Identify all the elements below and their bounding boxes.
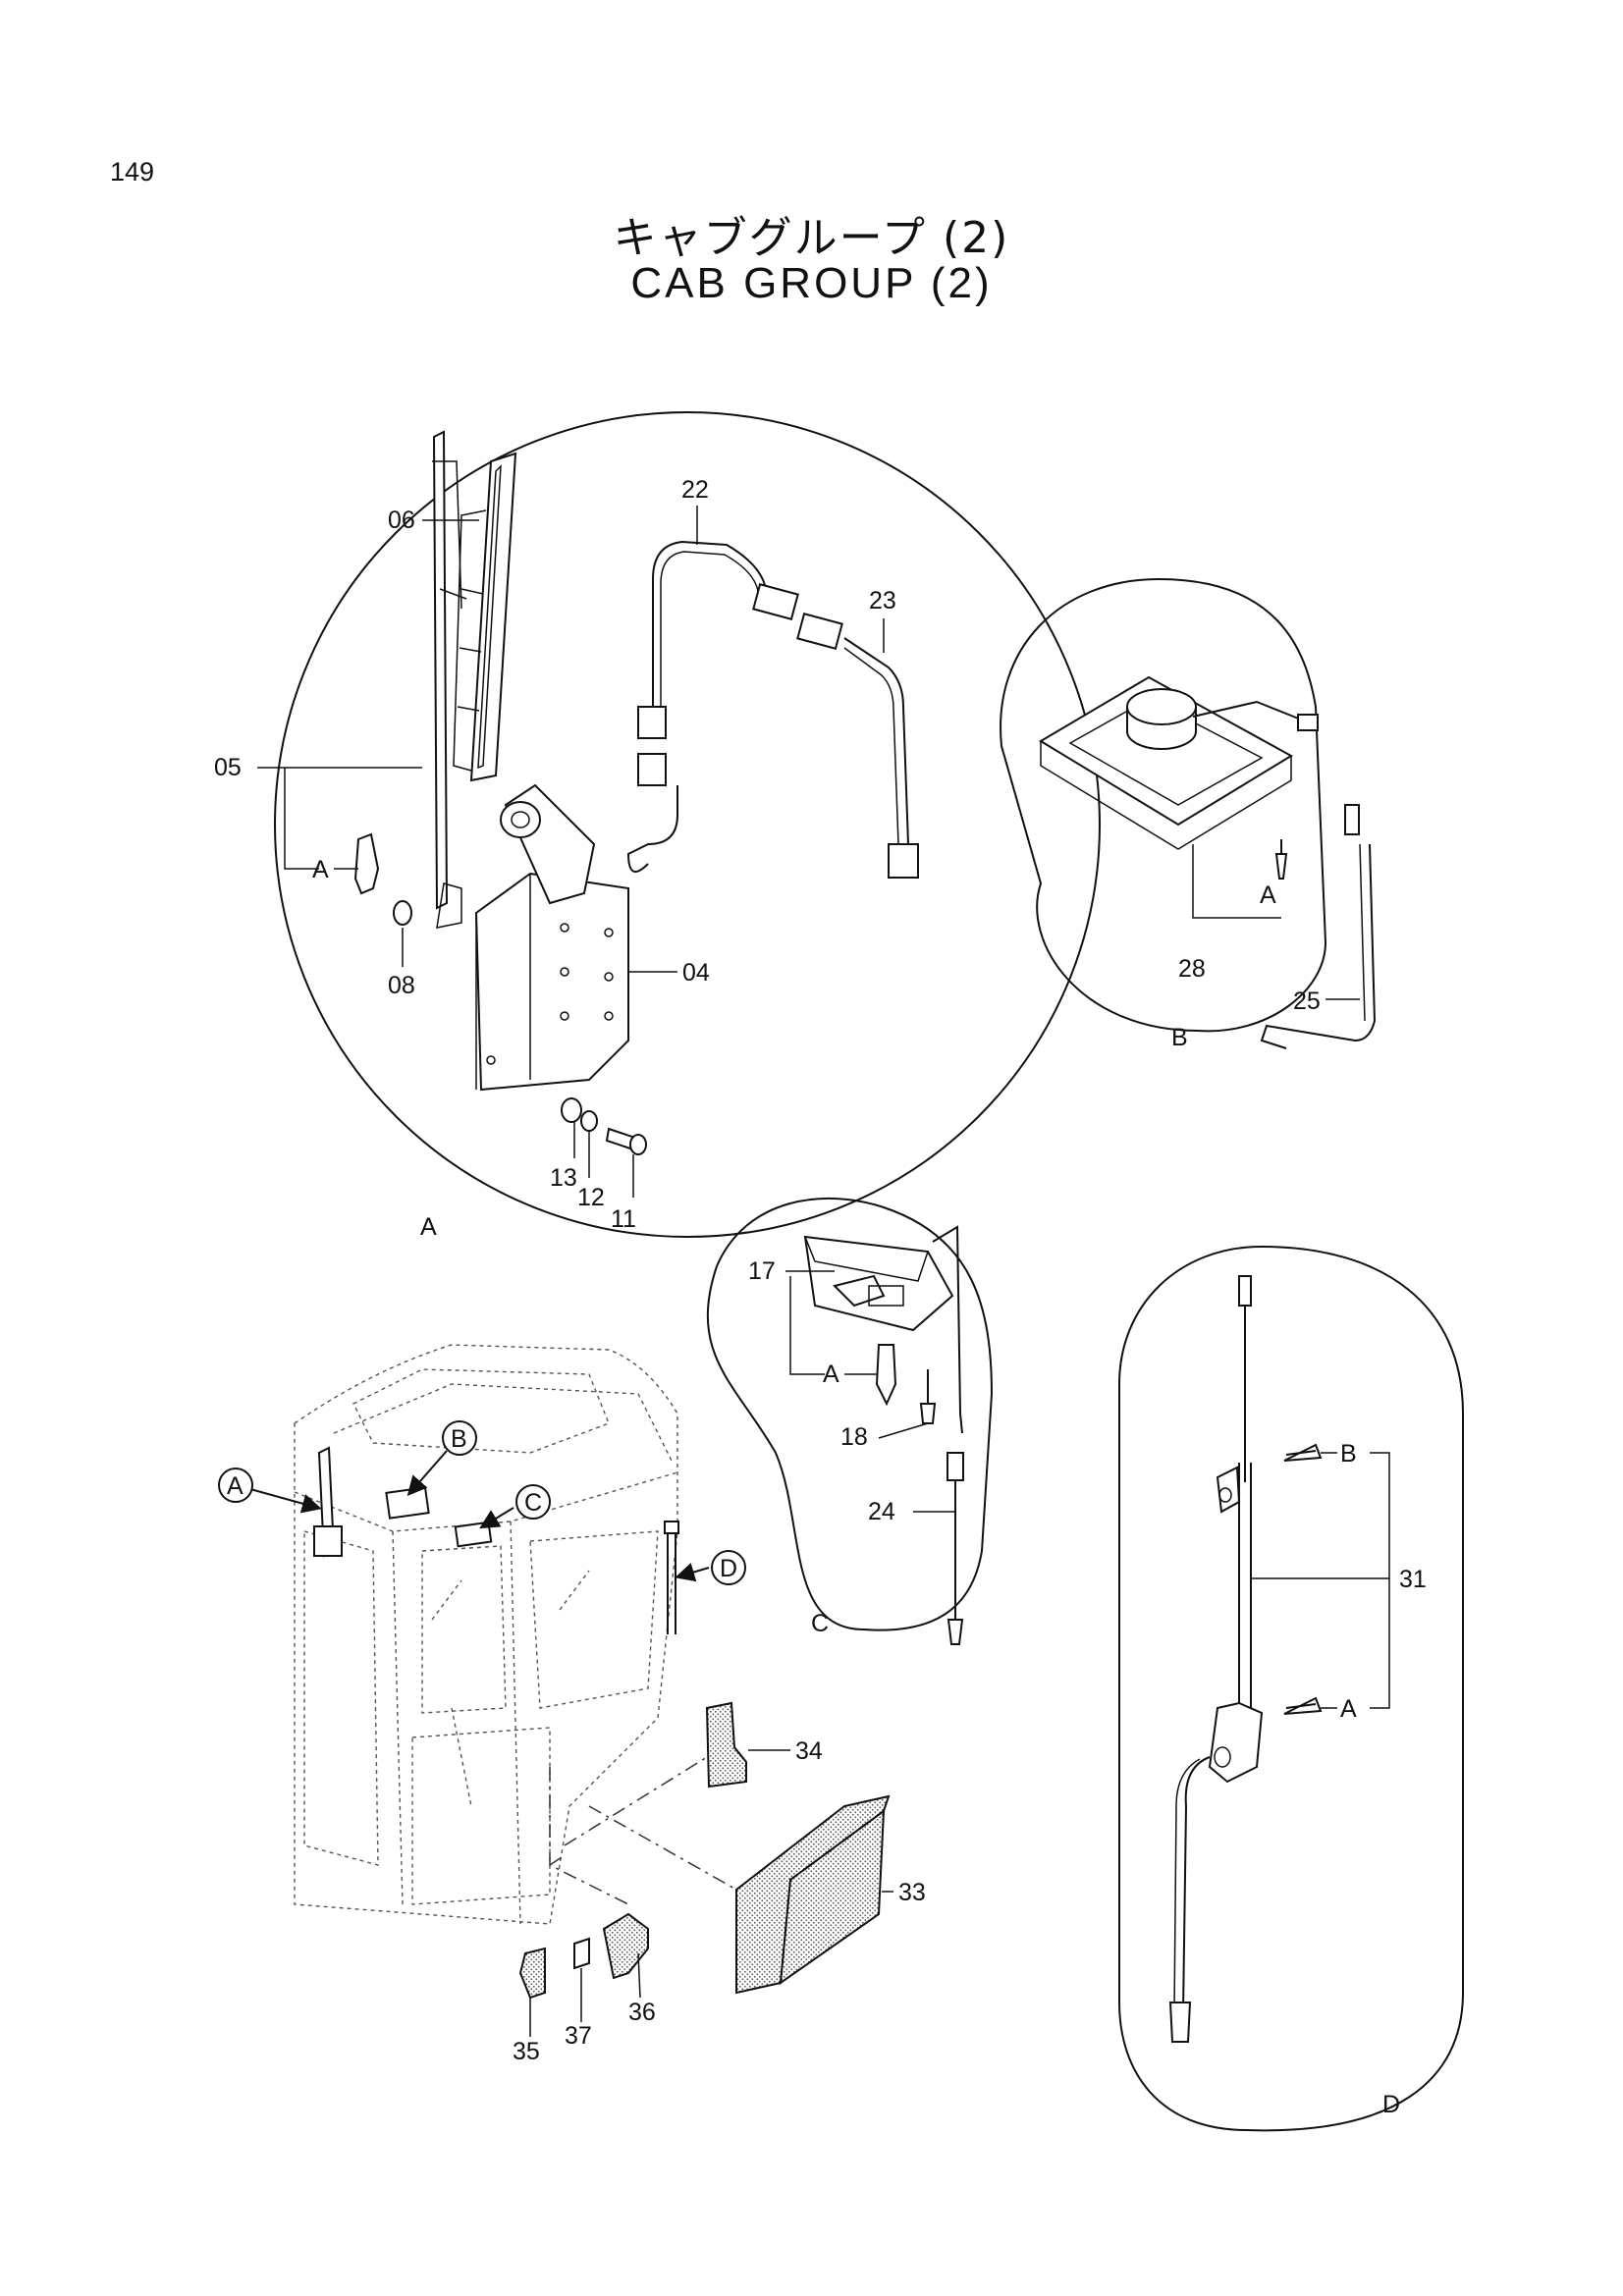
view-c-label: C	[811, 1610, 829, 1637]
callout-33: 33	[898, 1879, 926, 1906]
wiper-motor	[500, 783, 596, 905]
cab-overview	[218, 1344, 893, 2037]
wiper-blade	[453, 452, 517, 782]
plate-36	[602, 1912, 649, 1980]
arrow-b	[406, 1450, 448, 1497]
callout-11: 11	[611, 1205, 636, 1233]
callout-22: 22	[681, 476, 709, 504]
plate-33	[735, 1794, 891, 1995]
leader-bolts	[573, 1122, 634, 1198]
lamp-lead	[932, 1225, 963, 1434]
view-d-outline	[1118, 1245, 1464, 2132]
assembly-line-3	[588, 1805, 737, 1891]
callout-18: 18	[840, 1423, 868, 1451]
assembly-line-2	[564, 1756, 708, 1846]
callout-06: 06	[388, 507, 415, 534]
connector-lower-left	[637, 706, 667, 739]
leader-05a	[284, 768, 319, 870]
leader-28	[1192, 844, 1281, 919]
view-a-label: A	[420, 1213, 437, 1241]
harness-22	[652, 540, 799, 707]
view-a-outline	[274, 411, 1101, 1238]
callout-12: 12	[577, 1184, 605, 1211]
detail-view-a	[257, 411, 1101, 1238]
arrow-d	[675, 1563, 710, 1582]
harness-23	[796, 613, 919, 879]
screw-d-b	[1283, 1443, 1323, 1462]
page-number: 149	[110, 157, 155, 187]
seat-switch-base	[1039, 675, 1319, 850]
callout-31: 31	[1399, 1566, 1427, 1593]
cab-marker-d: D	[720, 1555, 737, 1582]
callout-04: 04	[682, 959, 710, 987]
arrow-a	[249, 1488, 322, 1514]
wiper-clip	[353, 832, 380, 895]
cab-lamp-mark	[454, 1521, 493, 1548]
view-b-label: B	[1171, 1024, 1188, 1051]
lamp-bulb	[875, 1344, 897, 1407]
leader-36	[637, 1952, 641, 1999]
callout-05: 05	[214, 754, 242, 781]
cable-24	[947, 1452, 964, 1645]
view-b-outline	[1000, 577, 1327, 1033]
plate-35	[518, 1947, 546, 2000]
screw-b	[1274, 839, 1288, 880]
marker-a-circle	[218, 1468, 253, 1503]
leader-17a	[789, 1276, 825, 1375]
callout-13: 13	[550, 1164, 577, 1192]
callout-23: 23	[869, 587, 896, 614]
title-japanese: キャブグループ (2)	[613, 213, 1010, 263]
cab-lamp	[803, 1235, 954, 1332]
cab-antenna	[667, 1526, 676, 1634]
callout-34: 34	[795, 1737, 823, 1765]
title-english: CAB GROUP (2)	[630, 259, 993, 307]
cab-wiper-motor	[313, 1525, 343, 1557]
cab-marker-c: C	[524, 1489, 542, 1517]
arrow-c	[479, 1507, 514, 1529]
screw-d-a	[1283, 1696, 1323, 1715]
assembly-line-1	[549, 1767, 629, 1905]
cab-marker-b: B	[451, 1425, 467, 1453]
callout-a-in-a: A	[312, 856, 329, 883]
cable-25	[1260, 804, 1377, 1049]
wiper-motor-bracket	[474, 872, 629, 1092]
leader-d-bracket	[1321, 1452, 1390, 1709]
callout-37: 37	[565, 2022, 592, 2050]
antenna-31	[1168, 1275, 1264, 2043]
callout-b-in-d: B	[1340, 1440, 1357, 1468]
callout-17: 17	[748, 1257, 776, 1285]
motor-lead	[626, 785, 678, 873]
callout-25: 25	[1293, 988, 1321, 1015]
screw-18	[919, 1369, 937, 1424]
connector-upper-left	[637, 753, 667, 786]
callout-a-in-d: A	[1340, 1695, 1357, 1723]
detail-view-c	[706, 1197, 994, 1645]
wiper-arm	[432, 430, 467, 929]
detail-view-b	[1000, 577, 1377, 1049]
leader-18	[878, 1422, 929, 1439]
callout-08: 08	[388, 972, 415, 999]
cab-marker-a: A	[227, 1472, 243, 1500]
callout-28: 28	[1178, 955, 1206, 983]
marker-b-circle	[442, 1420, 477, 1456]
detail-view-d	[1118, 1245, 1464, 2132]
washer-08	[393, 900, 412, 926]
plate-34	[705, 1701, 747, 1789]
marker-c-circle	[515, 1484, 551, 1520]
callout-35: 35	[513, 2038, 540, 2065]
callout-36: 36	[628, 1999, 656, 2026]
callout-a-in-c: A	[823, 1361, 839, 1388]
cab-seat-switch	[385, 1486, 430, 1520]
callout-a-in-b: A	[1260, 881, 1276, 909]
view-c-outline	[706, 1197, 994, 1631]
callout-24: 24	[868, 1498, 895, 1525]
view-d-label: D	[1382, 2091, 1400, 2118]
clip-37	[573, 1937, 590, 1970]
marker-d-circle	[711, 1550, 746, 1585]
